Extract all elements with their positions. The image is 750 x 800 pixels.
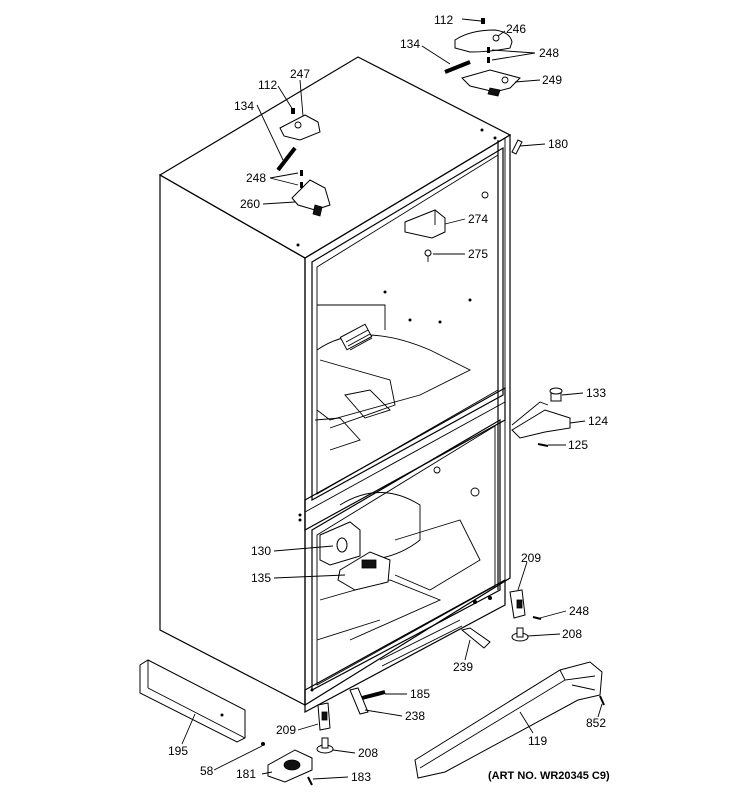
callout-209: 209 bbox=[276, 723, 296, 737]
spring-part-134-left bbox=[276, 146, 297, 172]
callout-275: 275 bbox=[468, 247, 488, 261]
callout-112: 112 bbox=[258, 78, 277, 92]
callout-260: 260 bbox=[240, 197, 260, 211]
part-133 bbox=[549, 387, 563, 402]
part-181 bbox=[267, 749, 313, 783]
air-vent-grille bbox=[345, 329, 373, 351]
pin-part-248-right-b bbox=[487, 57, 490, 63]
callout-135: 135 bbox=[251, 571, 271, 585]
part-58 bbox=[261, 742, 265, 746]
part-180 bbox=[511, 139, 523, 155]
screw-part-183 bbox=[307, 776, 313, 786]
leveling-leg-part-208-left bbox=[316, 737, 334, 754]
pin-part-248-left-a bbox=[300, 170, 303, 176]
callout-133: 133 bbox=[586, 386, 606, 400]
grille-panel-part-195 bbox=[139, 659, 246, 743]
callout-124: 124 bbox=[588, 414, 608, 428]
leader-lines bbox=[181, 18, 603, 780]
hinge-part-249 bbox=[461, 69, 521, 97]
bracket-part-130 bbox=[319, 521, 361, 566]
screw-part-112-left bbox=[291, 108, 295, 114]
callout-134: 134 bbox=[234, 99, 254, 113]
leveling-leg-part-208-right bbox=[511, 627, 529, 642]
art-number-caption: (ART NO. WR20345 C9) bbox=[488, 770, 610, 782]
bracket-part-135 bbox=[337, 551, 391, 591]
callout-238: 238 bbox=[405, 709, 425, 723]
hinge-cover-part-247 bbox=[279, 114, 321, 141]
hinge-part-260 bbox=[291, 179, 331, 217]
pin-part-248-left-b bbox=[300, 182, 303, 188]
callout-185: 185 bbox=[410, 687, 430, 701]
callout-248: 248 bbox=[569, 604, 589, 618]
callout-248: 248 bbox=[246, 171, 266, 185]
callout-208: 208 bbox=[358, 746, 378, 760]
callout-125: 125 bbox=[568, 438, 588, 452]
callout-246: 246 bbox=[506, 22, 526, 36]
leveling-bracket-part-209-right bbox=[509, 589, 526, 619]
cabinet bbox=[158, 56, 512, 714]
base-grille-part-119 bbox=[414, 661, 603, 779]
callout-180: 180 bbox=[548, 137, 568, 151]
screw-part-112-right bbox=[481, 18, 485, 24]
bracket-part-274 bbox=[404, 209, 446, 239]
leveling-bracket-part-209-left bbox=[317, 702, 331, 731]
callout-183: 183 bbox=[351, 770, 371, 784]
screw-part-275 bbox=[424, 249, 432, 262]
hinge-cover-part-246 bbox=[454, 29, 513, 53]
pin-part-248-right-a bbox=[487, 47, 490, 53]
screw-part-852 bbox=[599, 695, 605, 706]
callout-112: 112 bbox=[434, 13, 453, 27]
callout-195: 195 bbox=[168, 744, 188, 758]
callout-130: 130 bbox=[251, 544, 271, 558]
screw-part-125 bbox=[537, 443, 549, 447]
callout-209: 209 bbox=[521, 551, 541, 565]
callout-852: 852 bbox=[586, 716, 606, 730]
callout-247: 247 bbox=[290, 67, 310, 81]
callout-181: 181 bbox=[236, 767, 256, 781]
callout-239: 239 bbox=[453, 660, 473, 674]
callout-134: 134 bbox=[400, 37, 420, 51]
part-238 bbox=[349, 687, 369, 715]
part-239 bbox=[460, 627, 491, 649]
pin-part-248-lower bbox=[532, 616, 542, 620]
callout-274: 274 bbox=[468, 212, 488, 226]
callout-249: 249 bbox=[542, 73, 562, 87]
callout-248: 248 bbox=[539, 46, 559, 60]
callout-58: 58 bbox=[200, 764, 214, 778]
hinge-part-124 bbox=[511, 401, 571, 439]
callout-208: 208 bbox=[562, 627, 582, 641]
part-185 bbox=[361, 690, 386, 700]
spring-part-134-right bbox=[444, 60, 471, 74]
callout-labels: 112 246 134 248 249 112 247 134 180 248 … bbox=[168, 13, 608, 784]
callout-119: 119 bbox=[528, 734, 547, 748]
